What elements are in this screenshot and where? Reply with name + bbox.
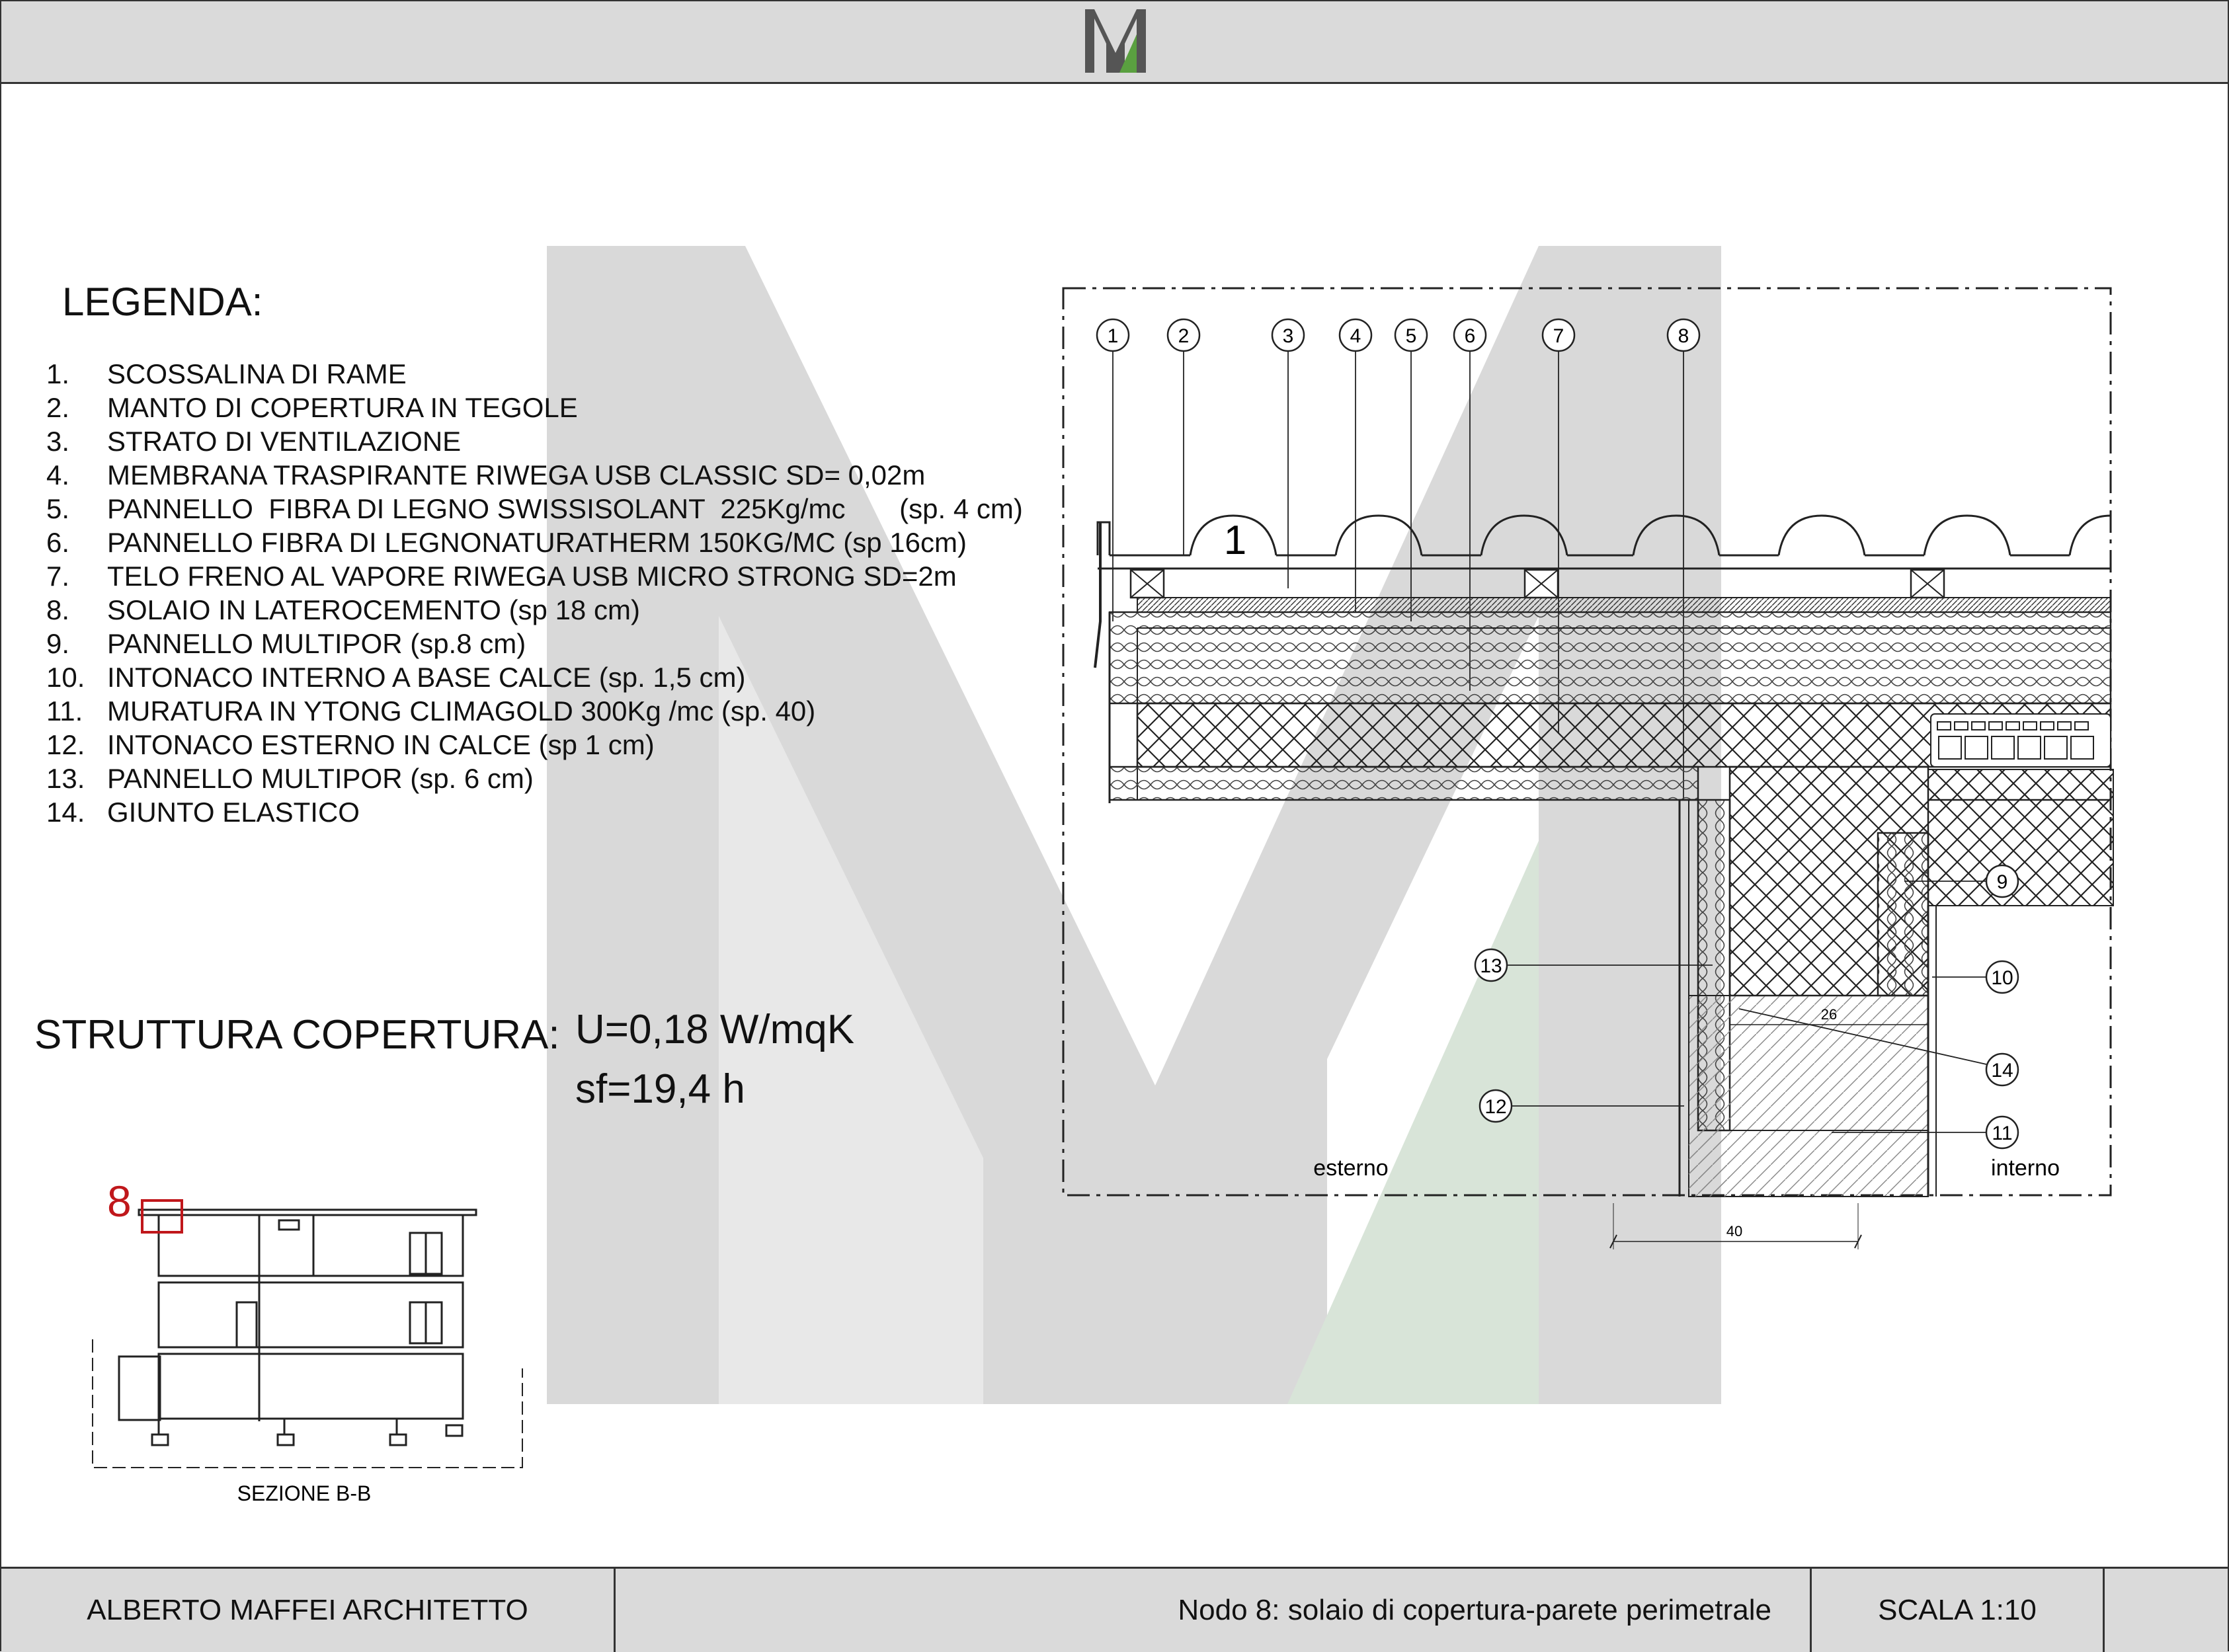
label-interno: interno <box>1991 1156 2060 1181</box>
legend-text: MEMBRANA TRASPIRANTE RIWEGA USB CLASSIC … <box>107 459 926 491</box>
legend-text: MURATURA IN YTONG CLIMAGOLD 300Kg /mc (s… <box>107 695 816 727</box>
legend-num: 9. <box>46 628 70 659</box>
legend-text: TELO FRENO AL VAPORE RIWEGA USB MICRO ST… <box>107 561 957 592</box>
legend-text: INTONACO ESTERNO IN CALCE (sp 1 cm) <box>107 729 655 760</box>
callout-3: 3 <box>1283 325 1294 347</box>
legend-text: PANNELLO FIBRA DI LEGNONATURATHERM 150KG… <box>107 527 967 558</box>
callout-1: 1 <box>1108 325 1119 347</box>
node-marker-box <box>141 1199 183 1234</box>
legend-num: 4. <box>46 459 70 491</box>
dimension-40: 40 <box>1726 1223 1742 1239</box>
legend-num: 3. <box>46 426 70 457</box>
callout-5: 5 <box>1406 325 1417 347</box>
legend-num: 12. <box>46 729 85 760</box>
insulation-layer <box>1108 611 2112 705</box>
callout-6: 6 <box>1465 325 1476 347</box>
legend-title: LEGENDA: <box>62 280 263 324</box>
studio-logo-icon <box>1085 9 1146 73</box>
legend-text: MANTO DI COPERTURA IN TEGOLE <box>107 392 578 423</box>
copper-flashing <box>1094 522 1102 668</box>
legend-text: PANNELLO FIBRA DI LEGNO SWISSISOLANT 225… <box>107 493 1023 524</box>
dimension-26: 26 <box>1821 1006 1837 1023</box>
legend-num: 2. <box>46 392 70 423</box>
header-bar <box>1 1 2228 84</box>
legend-text: PANNELLO MULTIPOR (sp. 6 cm) <box>107 763 534 794</box>
drawing-title: Nodo 8: solaio di copertura-parete perim… <box>1178 1594 1771 1626</box>
building-section: 8 SEZIONE B-B <box>92 1177 523 1505</box>
construction-detail: 1 2 3 4 5 6 7 8 1 <box>1062 287 2114 1249</box>
callout-12: 12 <box>1484 1096 1506 1118</box>
legend-num: 1. <box>46 358 70 389</box>
node-marker-number: 8 <box>107 1177 132 1226</box>
legend-text: SCOSSALINA DI RAME <box>107 358 407 389</box>
title-block: ALBERTO MAFFEI ARCHITETTO Nodo 8: solaio… <box>1 1567 2228 1652</box>
legend-num: 5. <box>46 493 70 524</box>
legend-num: 6. <box>46 527 70 558</box>
roof-tiles <box>1096 514 2111 570</box>
callout-14: 14 <box>1991 1060 2013 1082</box>
legend-text: GIUNTO ELASTICO <box>107 797 360 828</box>
structure-label: STRUTTURA COPERTURA: <box>34 1012 560 1058</box>
legend-text: INTONACO INTERNO A BASE CALCE (sp. 1,5 c… <box>107 662 746 693</box>
legend-num: 10. <box>46 662 85 693</box>
fibreboard-layer <box>1137 597 2111 613</box>
legend-num: 8. <box>46 594 70 625</box>
callout-8: 8 <box>1678 325 1689 347</box>
drawing-scale: SCALA 1:10 <box>1878 1594 2037 1626</box>
label-esterno: esterno <box>1313 1156 1388 1181</box>
tile-label: 1 <box>1224 518 1246 563</box>
section-caption: SEZIONE B-B <box>237 1481 372 1505</box>
scale-cell: SCALA 1:10 <box>1812 1569 2105 1652</box>
hollow-blocks <box>1930 713 2111 767</box>
callout-9: 9 <box>1997 871 2008 893</box>
legend-text: PANNELLO MULTIPOR (sp.8 cm) <box>107 628 526 659</box>
callout-4: 4 <box>1350 325 1361 347</box>
legend-num: 14. <box>46 797 85 828</box>
legend-text: SOLAIO IN LATEROCEMENTO (sp 18 cm) <box>107 594 640 625</box>
legend-text: STRATO DI VENTILAZIONE <box>107 426 462 457</box>
watermark-logo-icon <box>547 246 1721 1404</box>
author-name: ALBERTO MAFFEI ARCHITETTO <box>87 1594 528 1626</box>
callout-10: 10 <box>1991 967 2013 989</box>
author-cell: ALBERTO MAFFEI ARCHITETTO <box>1 1569 616 1652</box>
callout-13: 13 <box>1480 955 1502 977</box>
u-value: U=0,18 W/mqK <box>575 1007 855 1052</box>
callout-2: 2 <box>1178 325 1190 347</box>
legend-num: 11. <box>46 695 83 727</box>
sf-value: sf=19,4 h <box>575 1066 745 1112</box>
callout-7: 7 <box>1553 325 1564 347</box>
callout-11: 11 <box>1992 1122 2012 1144</box>
legend-num: 7. <box>46 561 70 592</box>
legend-num: 13. <box>46 763 85 794</box>
battens <box>1129 569 1945 599</box>
drawing-title-cell: Nodo 8: solaio di copertura-parete perim… <box>616 1569 1812 1652</box>
